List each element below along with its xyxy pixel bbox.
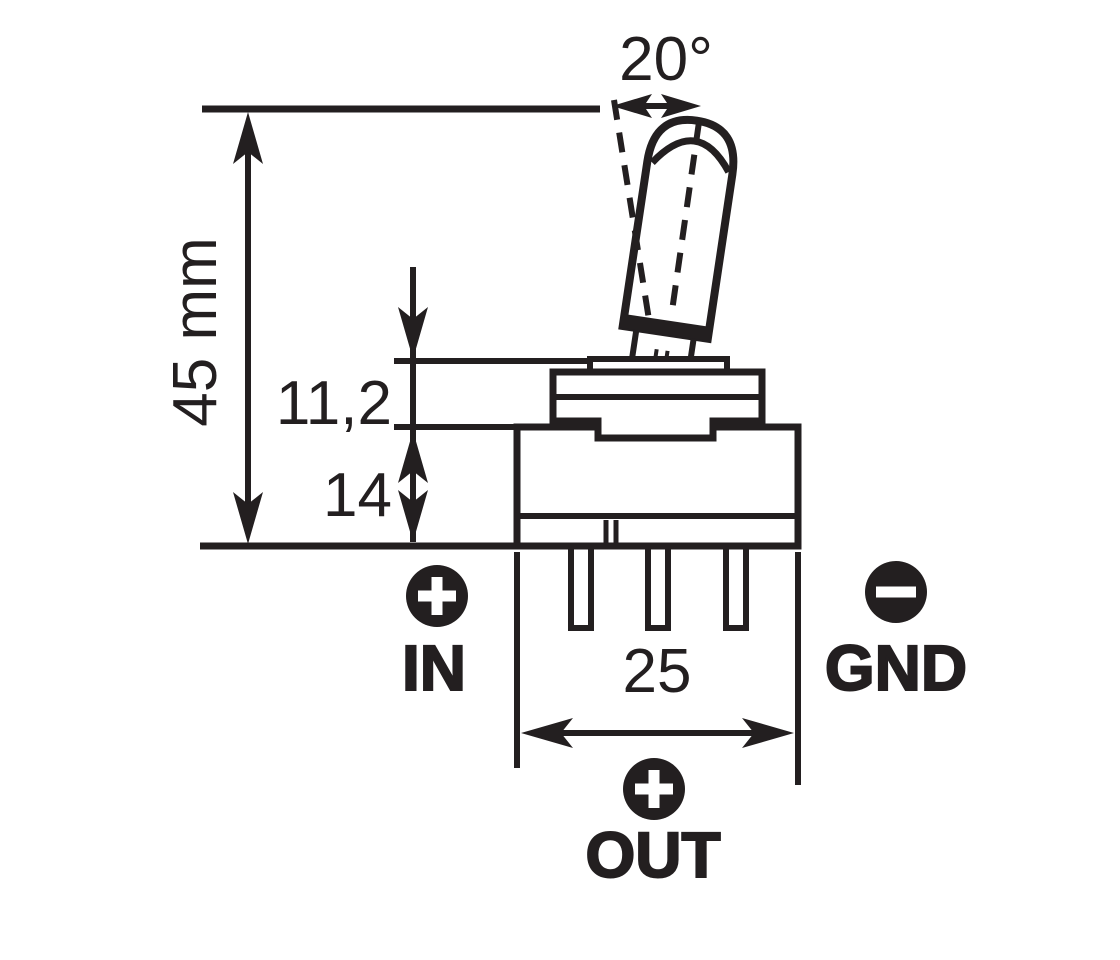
switch-body <box>513 423 802 550</box>
body-height-label: 14 <box>323 461 392 530</box>
arrow-up-icon <box>233 112 263 164</box>
arrow-up-icon <box>398 431 428 483</box>
minus-icon <box>865 561 927 623</box>
upper-section-height-label: 11,2 <box>276 369 392 438</box>
solder-pins <box>568 537 749 631</box>
arrow-right-icon <box>742 718 794 748</box>
pin <box>723 537 749 631</box>
lever-axis-left-dashed-line <box>611 99 653 327</box>
lever-bat <box>618 115 738 344</box>
pin <box>568 537 594 631</box>
terminal-gnd: GND <box>824 561 968 705</box>
lever-bat-base-band <box>619 313 713 342</box>
terminal-gnd-label: GND <box>825 632 967 704</box>
body-width-dimension: 25 <box>514 552 801 785</box>
section-height-dimensions: 11,2 14 <box>276 267 594 542</box>
overall-height-dimension: 45 mm <box>161 112 263 544</box>
body-width-label: 25 <box>623 637 692 706</box>
arrow-left-icon <box>612 94 652 118</box>
arrow-right-icon <box>661 94 701 118</box>
terminal-out: OUT <box>584 758 722 892</box>
arrow-down-icon <box>233 492 263 544</box>
terminal-in-label: IN <box>402 632 466 704</box>
throw-angle-label: 20° <box>619 25 713 94</box>
hex-nut-block <box>549 368 766 442</box>
throw-angle-dimension: 20° <box>612 25 713 118</box>
pin <box>645 537 671 631</box>
terminal-out-label: OUT <box>585 819 720 891</box>
plus-icon <box>406 565 468 627</box>
terminal-in: IN <box>401 565 468 705</box>
arrow-left-icon <box>521 718 573 748</box>
arrow-down-icon <box>398 307 428 359</box>
plus-icon <box>623 758 685 820</box>
arrow-down-icon <box>398 490 428 542</box>
overall-height-label: 45 mm <box>161 237 230 426</box>
